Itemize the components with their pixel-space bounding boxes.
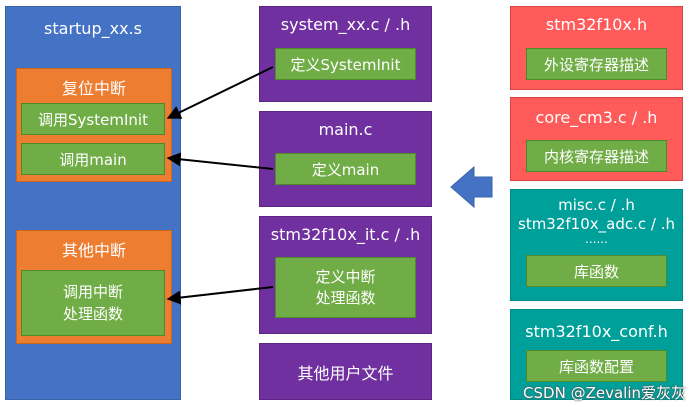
define-handler-line2: 处理函数 [315, 288, 376, 307]
library-config-label: 库函数配置 [558, 357, 634, 376]
call-handler-line2: 处理函数 [62, 305, 123, 323]
library-line-misc: misc.c / .h [558, 196, 635, 214]
peripheral-register-label: 外设寄存器描述 [543, 55, 649, 74]
call-main-box: 调用main [21, 143, 165, 175]
arrow-systeminit [166, 66, 274, 119]
arrow-interrupt-handler [166, 286, 274, 305]
call-main-label: 调用main [59, 150, 127, 169]
main-file-title: main.c [318, 120, 373, 139]
library-line-ellipsis: ...... [585, 232, 608, 246]
call-systeminit-box: 调用SystemInit [21, 103, 165, 135]
arrow-main [166, 152, 274, 170]
define-systeminit-box: 定义SystemInit [275, 48, 416, 80]
other-user-files-box: 其他用户文件 [259, 343, 432, 400]
call-handler-box: 调用中断 处理函数 [21, 270, 165, 336]
define-main-box: 定义main [275, 153, 416, 185]
call-handler-line1: 调用中断 [62, 283, 123, 301]
define-main-label: 定义main [311, 160, 380, 179]
conf-header-title: stm32f10x_conf.h [525, 322, 668, 341]
other-interrupt-title: 其他中断 [61, 241, 126, 260]
it-file-title: stm32f10x_it.c / .h [270, 225, 421, 244]
library-function-label: 库函数 [573, 262, 619, 281]
big-left-arrow-icon [450, 165, 493, 209]
call-systeminit-label: 调用SystemInit [38, 110, 148, 129]
library-line-adc: stm32f10x_adc.c / .h [518, 215, 675, 233]
reset-interrupt-title: 复位中断 [61, 79, 126, 98]
library-config-box: 库函数配置 [526, 350, 667, 382]
watermark: CSDN @Zevalin爱灰灰 [523, 384, 686, 402]
startup-file-title: startup_xx.s [44, 19, 142, 38]
other-user-files-label: 其他用户文件 [297, 363, 394, 383]
define-systeminit-label: 定义SystemInit [290, 55, 401, 74]
system-file-title: system_xx.c / .h [280, 15, 411, 34]
core-register-box: 内核寄存器描述 [526, 140, 667, 172]
define-handler-box: 定义中断 处理函数 [275, 257, 416, 318]
core-register-label: 内核寄存器描述 [543, 147, 649, 166]
stm32f10x-header-title: stm32f10x.h [545, 15, 648, 34]
core-cm3-title: core_cm3.c / .h [535, 108, 658, 127]
define-handler-line1: 定义中断 [315, 267, 376, 286]
library-function-box: 库函数 [526, 255, 667, 287]
peripheral-register-box: 外设寄存器描述 [526, 48, 667, 80]
